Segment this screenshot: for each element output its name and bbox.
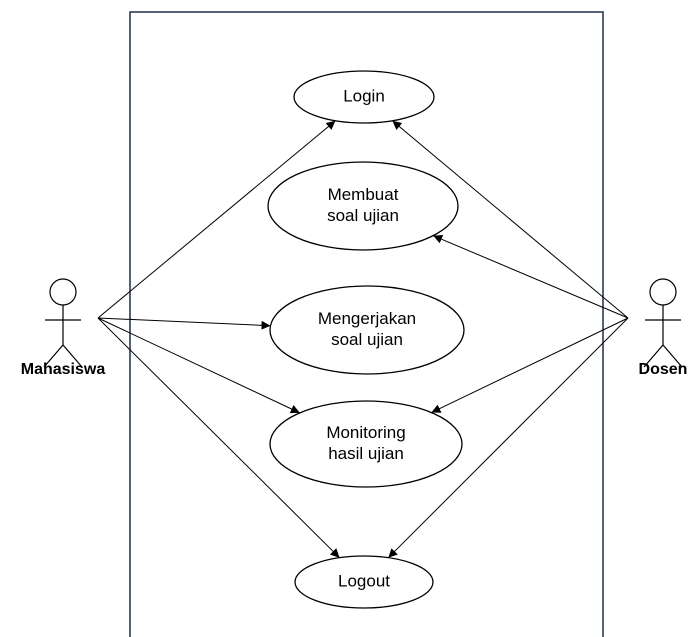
use-case-membuat: Membuat soal ujian bbox=[267, 161, 459, 251]
use-case-label: Monitoring bbox=[326, 423, 405, 442]
actor-name: Dosen bbox=[639, 361, 688, 378]
use-case-label: soal ujian bbox=[331, 330, 403, 349]
association-dosen-monitoring bbox=[431, 317, 629, 413]
use-case-logout: Logout bbox=[294, 555, 434, 609]
use-case-label: Membuat bbox=[328, 185, 399, 204]
use-case-label: Login bbox=[343, 86, 385, 105]
use-case-mengerjakan: Mengerjakan soal ujian bbox=[269, 285, 465, 375]
actor-name: Mahasiswa bbox=[21, 361, 106, 378]
actor-dosen: Dosen bbox=[639, 278, 688, 378]
use-case-ellipse bbox=[269, 285, 465, 375]
use-case-label: Logout bbox=[338, 571, 390, 590]
actor-mahasiswa: Mahasiswa bbox=[21, 278, 106, 378]
use-case-label: Mengerjakan bbox=[318, 309, 416, 328]
use-case-login: Login bbox=[293, 70, 435, 124]
association-mahasiswa-logout bbox=[97, 317, 340, 559]
association-dosen-membuat bbox=[432, 235, 629, 319]
use-case-ellipse bbox=[294, 555, 434, 609]
association-dosen-logout bbox=[387, 317, 629, 559]
use-case-ellipse bbox=[267, 161, 459, 251]
use-case-monitoring: Monitoring hasil ujian bbox=[269, 400, 463, 488]
stick-figure-icon bbox=[43, 278, 83, 368]
use-case-ellipse bbox=[293, 70, 435, 124]
stick-figure-icon bbox=[643, 278, 683, 368]
system-boundary bbox=[129, 11, 604, 637]
association-mahasiswa-monitoring bbox=[97, 317, 300, 414]
use-case-ellipse bbox=[269, 400, 463, 488]
association-mahasiswa-login bbox=[97, 120, 336, 319]
association-mahasiswa-mengerjakan bbox=[97, 317, 271, 330]
associations bbox=[97, 120, 629, 559]
actors: Mahasiswa Dosen bbox=[21, 278, 688, 378]
use-case-label: hasil ujian bbox=[328, 444, 404, 463]
use-case-label: soal ujian bbox=[327, 206, 399, 225]
association-dosen-login bbox=[392, 120, 629, 319]
